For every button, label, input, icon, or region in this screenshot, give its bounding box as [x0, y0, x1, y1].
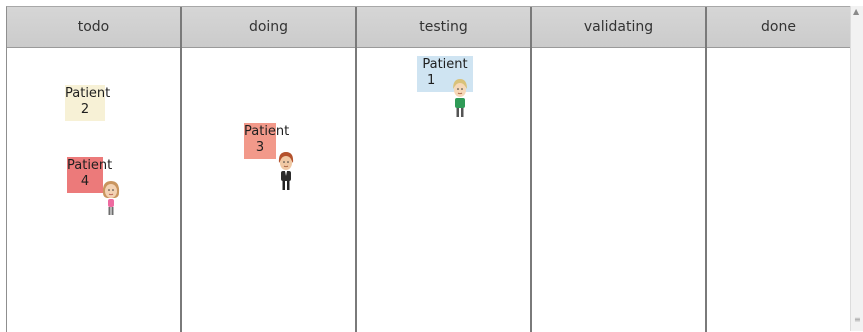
kanban-board-frame: todo Patient 2 Patient 4: [6, 6, 850, 332]
column-todo: todo Patient 2 Patient 4: [7, 7, 182, 332]
card-label: Patient: [67, 158, 113, 173]
column-body-done[interactable]: [707, 48, 850, 332]
male-green-avatar-icon: [453, 79, 467, 117]
column-body-todo[interactable]: Patient 2 Patient 4: [7, 48, 180, 332]
column-header-doing: doing: [182, 7, 355, 48]
card-number: 1: [427, 73, 436, 88]
vertical-scrollbar[interactable]: ▲ ≡: [850, 6, 863, 331]
column-doing: doing Patient 3: [182, 7, 357, 332]
column-body-doing[interactable]: Patient 3: [182, 48, 355, 332]
column-header-done: done: [707, 7, 850, 48]
male-suit-avatar-icon: [278, 152, 294, 190]
column-body-testing[interactable]: Patient 1: [357, 48, 530, 332]
column-body-validating[interactable]: [532, 48, 705, 332]
column-header-testing: testing: [357, 7, 530, 48]
column-validating: validating: [532, 7, 707, 332]
card-note: Patient 2: [65, 85, 111, 121]
column-testing: testing Patient 1: [357, 7, 532, 332]
card-label: Patient: [422, 57, 468, 72]
card-number: 3: [255, 140, 265, 155]
card-note: Patient 4: [67, 157, 113, 193]
card-number: 2: [80, 102, 90, 117]
scroll-grip-icon[interactable]: ≡: [854, 315, 861, 324]
card-note: Patient 3: [244, 123, 290, 159]
scroll-up-arrow-icon[interactable]: ▲: [853, 7, 860, 16]
kanban-board: todo Patient 2 Patient 4: [7, 7, 850, 332]
column-header-todo: todo: [7, 7, 180, 48]
card-number: 4: [80, 174, 90, 189]
card-label: Patient: [65, 86, 111, 101]
column-done: done: [707, 7, 850, 332]
card-label: Patient: [244, 124, 290, 139]
female-pink-avatar-icon: [102, 181, 120, 215]
column-header-validating: validating: [532, 7, 705, 48]
